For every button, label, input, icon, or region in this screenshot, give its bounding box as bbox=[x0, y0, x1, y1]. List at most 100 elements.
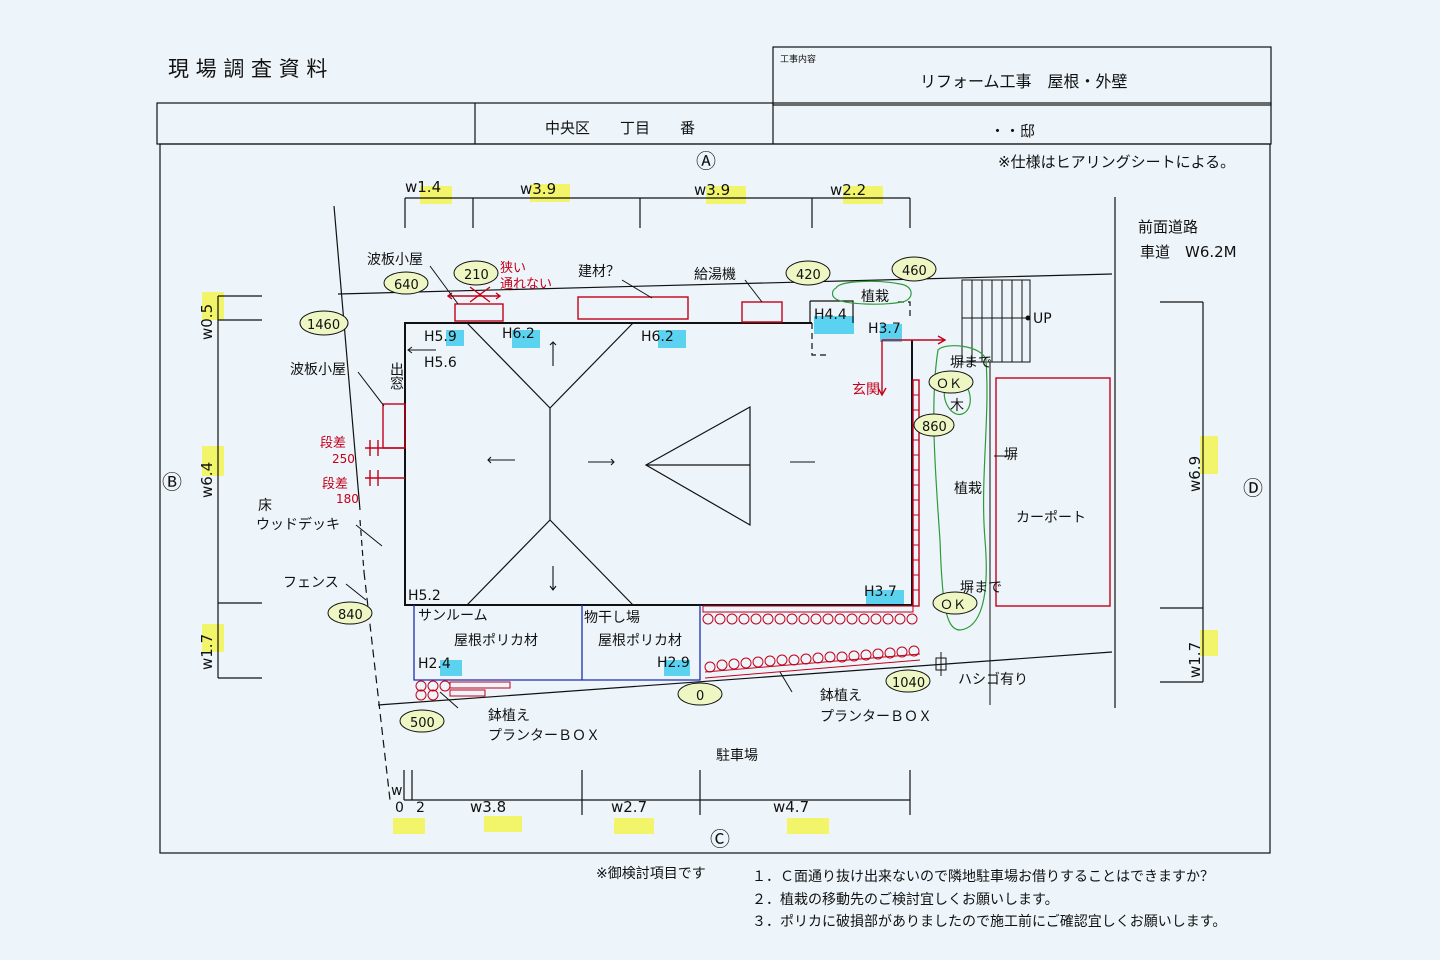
house-outline bbox=[404, 322, 913, 606]
label-step-2-value: 180 bbox=[336, 492, 359, 506]
height-6-2a: H6.2 bbox=[502, 326, 535, 342]
height-arrow bbox=[407, 346, 436, 354]
spec-note: ※仕様はヒアリングシートによる。 bbox=[998, 153, 1235, 171]
sunroom-drying-area bbox=[413, 605, 701, 681]
left-width-1: w0.5 bbox=[198, 304, 216, 340]
label-planter-2a: 鉢植え bbox=[820, 688, 862, 704]
label-corrugated-shed-2: 波板小屋 bbox=[290, 362, 346, 378]
dist-420: 420 bbox=[796, 268, 821, 283]
label-road-width: 車道 W6.2M bbox=[1140, 243, 1237, 261]
label-step-1-value: 250 bbox=[332, 452, 355, 466]
bottom-width-0b: 0 bbox=[395, 800, 404, 816]
planting-outlines bbox=[831, 280, 988, 631]
label-fence: フェンス bbox=[283, 575, 339, 591]
page-title: 現 場 調 査 資 料 bbox=[168, 57, 327, 81]
bottom-width-0a: w bbox=[391, 783, 402, 799]
roof-slope-arrows bbox=[487, 341, 815, 591]
label-to-fence-2: 塀まで bbox=[960, 580, 1002, 596]
header-frame bbox=[156, 46, 1272, 854]
height-5-2: H5.2 bbox=[408, 588, 441, 604]
label-to-fence-1: 塀まで bbox=[950, 355, 992, 371]
right-width-2: w1.7 bbox=[1186, 642, 1204, 678]
address-field: 中央区 丁目 番 bbox=[545, 119, 695, 137]
dist-210: 210 bbox=[464, 268, 489, 283]
label-parking: 駐車場 bbox=[716, 747, 758, 764]
label-planter-1b: プランターＢＯＸ bbox=[488, 728, 600, 744]
side-c-marker: Ⓒ bbox=[710, 827, 730, 851]
label-sunroom-roof: 屋根ポリカ材 bbox=[454, 633, 538, 649]
label-material: 建材？ bbox=[578, 264, 620, 280]
note-item-3: ３．ポリカに破損部がありましたので施工前にご確認宜しくお願いします。 bbox=[752, 913, 1226, 930]
site-boundary bbox=[333, 205, 1113, 801]
label-floor: 床 bbox=[258, 498, 272, 514]
height-4-4: H4.4 bbox=[814, 307, 847, 323]
label-narrow: 狭い bbox=[500, 261, 526, 276]
height-5-9: H5.9 bbox=[424, 329, 457, 345]
dist-460: 460 bbox=[902, 264, 927, 279]
top-width-3: w3.9 bbox=[694, 181, 730, 199]
bottom-width-2: w3.8 bbox=[470, 798, 506, 816]
label-corrugated-shed-1: 波板小屋 bbox=[367, 252, 423, 268]
notes-heading: ※御検討項目です bbox=[596, 866, 706, 882]
left-width-2: w6.4 bbox=[198, 462, 216, 498]
planter-boxes bbox=[415, 605, 921, 701]
side-a-marker: Ⓐ bbox=[696, 149, 716, 173]
label-drying-roof: 屋根ポリカ材 bbox=[598, 633, 682, 649]
label-planting-right: 植栽 bbox=[954, 481, 982, 497]
label-planter-1a: 鉢植え bbox=[488, 708, 530, 724]
label-up: UP bbox=[1033, 311, 1052, 327]
label-water-heater: 給湯機 bbox=[694, 266, 736, 283]
corrugated-shed-side bbox=[382, 403, 406, 449]
label-planting-top: 植栽 bbox=[861, 289, 889, 305]
dist-640: 640 bbox=[394, 278, 419, 293]
right-width-1: w6.9 bbox=[1186, 456, 1204, 492]
carport-box bbox=[995, 377, 1111, 607]
label-drying-area: 物干し場 bbox=[584, 610, 640, 626]
bottom-width-1: 2 bbox=[416, 800, 425, 816]
dist-500: 500 bbox=[410, 716, 435, 731]
bottom-width-3: w2.7 bbox=[611, 798, 647, 816]
label-ladder: ハシゴ有り bbox=[958, 671, 1028, 688]
height-3-7b: H3.7 bbox=[864, 584, 897, 600]
label-fence-right: 塀 bbox=[1004, 447, 1018, 463]
ok-mark-2: ＯＫ bbox=[940, 598, 966, 613]
bottom-width-4: w4.7 bbox=[773, 798, 809, 816]
height-5-6: H5.6 bbox=[424, 355, 457, 371]
water-heater-box bbox=[741, 301, 783, 323]
label-carport: カーポート bbox=[1016, 510, 1086, 526]
height-2-4: H2.4 bbox=[418, 656, 451, 672]
note-item-2: ２．植栽の移動先のご検討宜しくお願いします。 bbox=[752, 892, 1059, 908]
height-2-9: H2.9 bbox=[657, 655, 690, 671]
blue-highlights bbox=[440, 316, 904, 676]
height-3-7a: H3.7 bbox=[868, 321, 901, 337]
dimension-lines bbox=[217, 197, 1204, 815]
entrance-stairs bbox=[961, 279, 1031, 705]
label-tree: 木 bbox=[950, 398, 964, 414]
left-width-3: w1.7 bbox=[198, 634, 216, 670]
dist-0: 0 bbox=[696, 689, 704, 704]
label-front-road: 前面道路 bbox=[1138, 218, 1198, 236]
label-planter-2b: プランターＢＯＸ bbox=[820, 709, 932, 725]
label-step-1: 段差 bbox=[320, 436, 346, 451]
work-label: 工事内容 bbox=[780, 53, 816, 65]
top-width-4: w2.2 bbox=[830, 181, 866, 199]
height-6-2b: H6.2 bbox=[641, 329, 674, 345]
ladder-mark bbox=[935, 652, 947, 676]
corrugated-shed-top bbox=[454, 303, 504, 322]
material-box bbox=[577, 296, 689, 320]
work-content: リフォーム工事 屋根・外壁 bbox=[920, 72, 1128, 91]
ok-mark-1: ＯＫ bbox=[936, 377, 962, 392]
dist-860: 860 bbox=[922, 420, 947, 435]
top-width-2: w3.9 bbox=[520, 180, 556, 198]
label-step-2: 段差 bbox=[322, 477, 348, 492]
dist-840: 840 bbox=[338, 608, 363, 623]
label-sunroom: サンルーム bbox=[418, 608, 488, 624]
label-wood-deck: ウッドデッキ bbox=[256, 516, 340, 533]
leader-lines bbox=[345, 265, 1010, 709]
dist-1460: 1460 bbox=[307, 318, 340, 333]
label-not-passable: 通れない bbox=[500, 277, 552, 292]
red-objects bbox=[365, 286, 1111, 607]
side-d-marker: Ⓓ bbox=[1243, 476, 1263, 500]
note-item-1: １．Ｃ面通り抜け出来ないので隣地駐車場お借りすることはできますか？ bbox=[752, 868, 1214, 885]
label-entrance: 玄関 bbox=[852, 381, 880, 398]
